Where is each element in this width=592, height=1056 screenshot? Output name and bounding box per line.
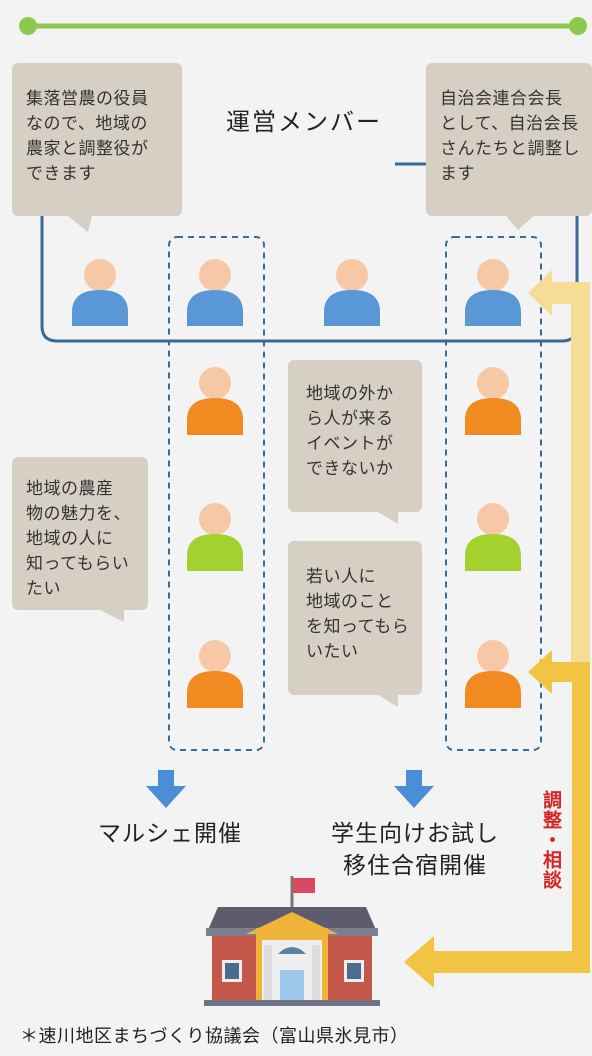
footer-note: ＊速川地区まちづくり協議会（富山県氷見市） bbox=[20, 1026, 409, 1047]
down-arrow-icon bbox=[146, 770, 186, 808]
person-icon bbox=[465, 367, 521, 435]
management-title: 運営メンバー bbox=[226, 108, 382, 136]
person-icon bbox=[465, 503, 521, 571]
person-icon bbox=[187, 640, 243, 708]
bubble-middle-lower-text: 若い人に 地域のこと を知ってもら いたい bbox=[306, 567, 410, 662]
person-icon bbox=[465, 259, 521, 326]
bubble-middle-text: 地域の外か ら人が来る イベントが できないか bbox=[306, 384, 394, 479]
person-icon bbox=[465, 640, 521, 708]
bubble-left bbox=[12, 457, 148, 622]
event-student-camp: 学生向けお試し 移住合宿開催 bbox=[331, 821, 499, 879]
person-icon bbox=[324, 259, 380, 326]
bubble-top-right bbox=[426, 63, 592, 230]
school-building-icon bbox=[204, 876, 380, 1006]
bubble-top-right-text: 自治会連合会長 として、自治会長 さんたちと調整し ます bbox=[440, 89, 580, 184]
coordination-arrows bbox=[404, 270, 590, 988]
group-right-dashed bbox=[445, 236, 542, 751]
group-left-dashed bbox=[168, 236, 265, 751]
person-icon bbox=[72, 259, 128, 326]
person-icon bbox=[187, 503, 243, 571]
bubble-middle bbox=[288, 360, 422, 524]
coordination-label: 調整・相談 bbox=[540, 790, 562, 890]
event-marche: マルシェ開催 bbox=[98, 821, 242, 847]
person-icon bbox=[187, 259, 243, 326]
bubble-middle-lower bbox=[288, 541, 422, 707]
top-divider bbox=[19, 17, 587, 35]
bubble-top-left bbox=[12, 63, 182, 232]
bubble-top-left-text: 集落営農の役員 なので、地域の 農家と調整役が できます bbox=[26, 89, 149, 184]
down-arrow-icon bbox=[394, 770, 434, 808]
bubble-left-text: 地域の農産 物の魅力を、 地域の人に 知ってもらい たい bbox=[26, 479, 131, 599]
person-icon bbox=[187, 367, 243, 435]
